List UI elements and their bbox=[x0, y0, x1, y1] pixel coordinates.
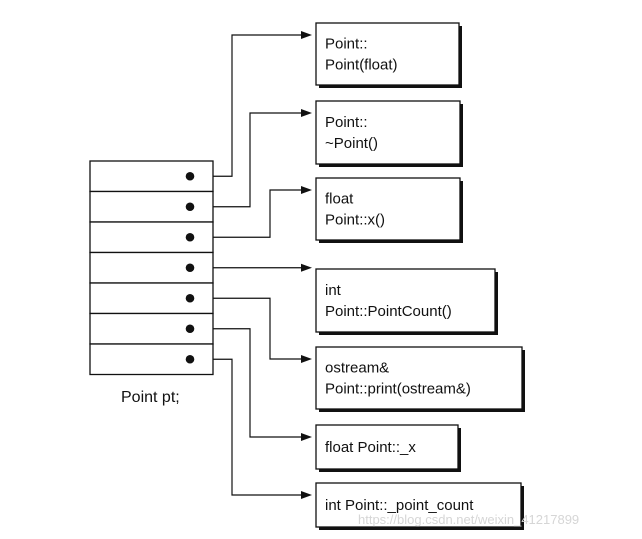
entry-box-frame bbox=[315, 482, 522, 528]
object-slot-cell bbox=[89, 251, 214, 284]
entry-text-line: int Point::_point_count bbox=[325, 497, 474, 514]
member-entry-box: Point::~Point() bbox=[315, 100, 463, 167]
pointer-connector bbox=[190, 34, 303, 177]
slot-pointer-dot bbox=[185, 293, 195, 303]
entry-box-frame bbox=[315, 424, 459, 470]
pointer-connector bbox=[190, 189, 303, 238]
arrow-head-icon bbox=[301, 355, 312, 363]
entry-box-frame bbox=[315, 100, 461, 165]
member-entry-box: Point::Point(float) bbox=[315, 22, 462, 88]
slot-pointer-dot bbox=[185, 324, 195, 334]
entry-text-line: Point:: bbox=[325, 114, 368, 131]
entry-text-line: ostream& bbox=[325, 360, 389, 377]
pointer-connector bbox=[190, 358, 303, 496]
entry-text-line: float Point::_x bbox=[325, 439, 416, 456]
entry-text-line: Point::x() bbox=[325, 212, 385, 229]
object-slot-cell bbox=[89, 312, 214, 345]
arrow-head-icon bbox=[301, 186, 312, 194]
connectors bbox=[190, 31, 312, 499]
entry-text-line: ~Point() bbox=[325, 135, 378, 152]
entry-text-line: Point:: bbox=[325, 36, 368, 53]
member-entry-box: float Point::_x bbox=[315, 424, 461, 472]
entry-text-line: Point::print(ostream&) bbox=[325, 381, 471, 398]
object-slot-cell bbox=[89, 160, 214, 193]
object-slot-cell bbox=[89, 282, 214, 315]
arrow-head-icon bbox=[301, 263, 312, 272]
pointer-connector bbox=[190, 297, 303, 360]
member-entry-box: int Point::_point_count bbox=[315, 482, 524, 530]
slot-pointer-dot bbox=[185, 232, 195, 242]
entry-text-line: Point(float) bbox=[325, 57, 398, 74]
object-slot-table bbox=[89, 160, 214, 376]
object-slot-cell bbox=[89, 221, 214, 254]
entry-text-line: float bbox=[325, 191, 354, 208]
entry-text-line: Point::PointCount() bbox=[325, 303, 452, 320]
slot-pointer-dot bbox=[185, 171, 195, 181]
entry-text-line: int bbox=[325, 282, 342, 299]
entry-box-frame bbox=[315, 177, 461, 241]
pointer-connector bbox=[190, 328, 303, 438]
slot-pointer-dot bbox=[185, 202, 195, 212]
arrow-head-icon bbox=[301, 491, 312, 499]
slot-pointer-dot bbox=[185, 354, 195, 364]
member-entries: Point::Point(float)Point::~Point()floatP… bbox=[315, 22, 525, 530]
arrow-head-icon bbox=[301, 109, 312, 117]
entry-box-frame bbox=[315, 22, 460, 86]
arrow-head-icon bbox=[301, 31, 312, 39]
arrow-head-icon bbox=[301, 433, 312, 441]
object-label: Point pt; bbox=[121, 389, 180, 406]
member-entry-box: ostream&Point::print(ostream&) bbox=[315, 346, 525, 412]
pointer-connector bbox=[190, 112, 303, 208]
slot-pointer-dot bbox=[185, 263, 195, 273]
entry-box-frame bbox=[315, 346, 523, 410]
entry-box-frame bbox=[315, 268, 496, 333]
watermark-text: https://blog.csdn.net/weixin_41217899 bbox=[358, 512, 579, 527]
object-slot-cell bbox=[89, 190, 214, 223]
object-slot-cell bbox=[89, 343, 214, 376]
